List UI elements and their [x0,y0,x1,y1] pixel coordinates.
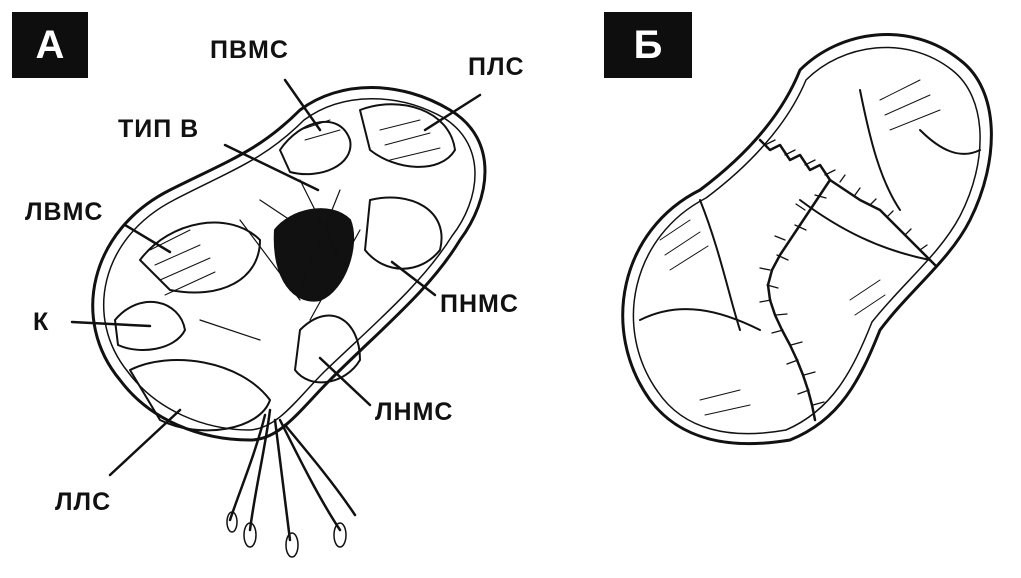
heart-outline-b [623,35,992,444]
label-lnms: ЛНМС [375,400,453,425]
suture-line [760,140,830,420]
label-k: К [33,310,49,335]
label-pnms: ПНМС [440,292,519,317]
label-tip-v: ТИП В [118,117,199,142]
label-lls: ЛЛС [55,490,111,515]
label-pls: ПЛС [468,55,525,80]
label-lvms: ЛВМС [25,200,103,225]
label-pvms: ПВМС [210,38,289,63]
